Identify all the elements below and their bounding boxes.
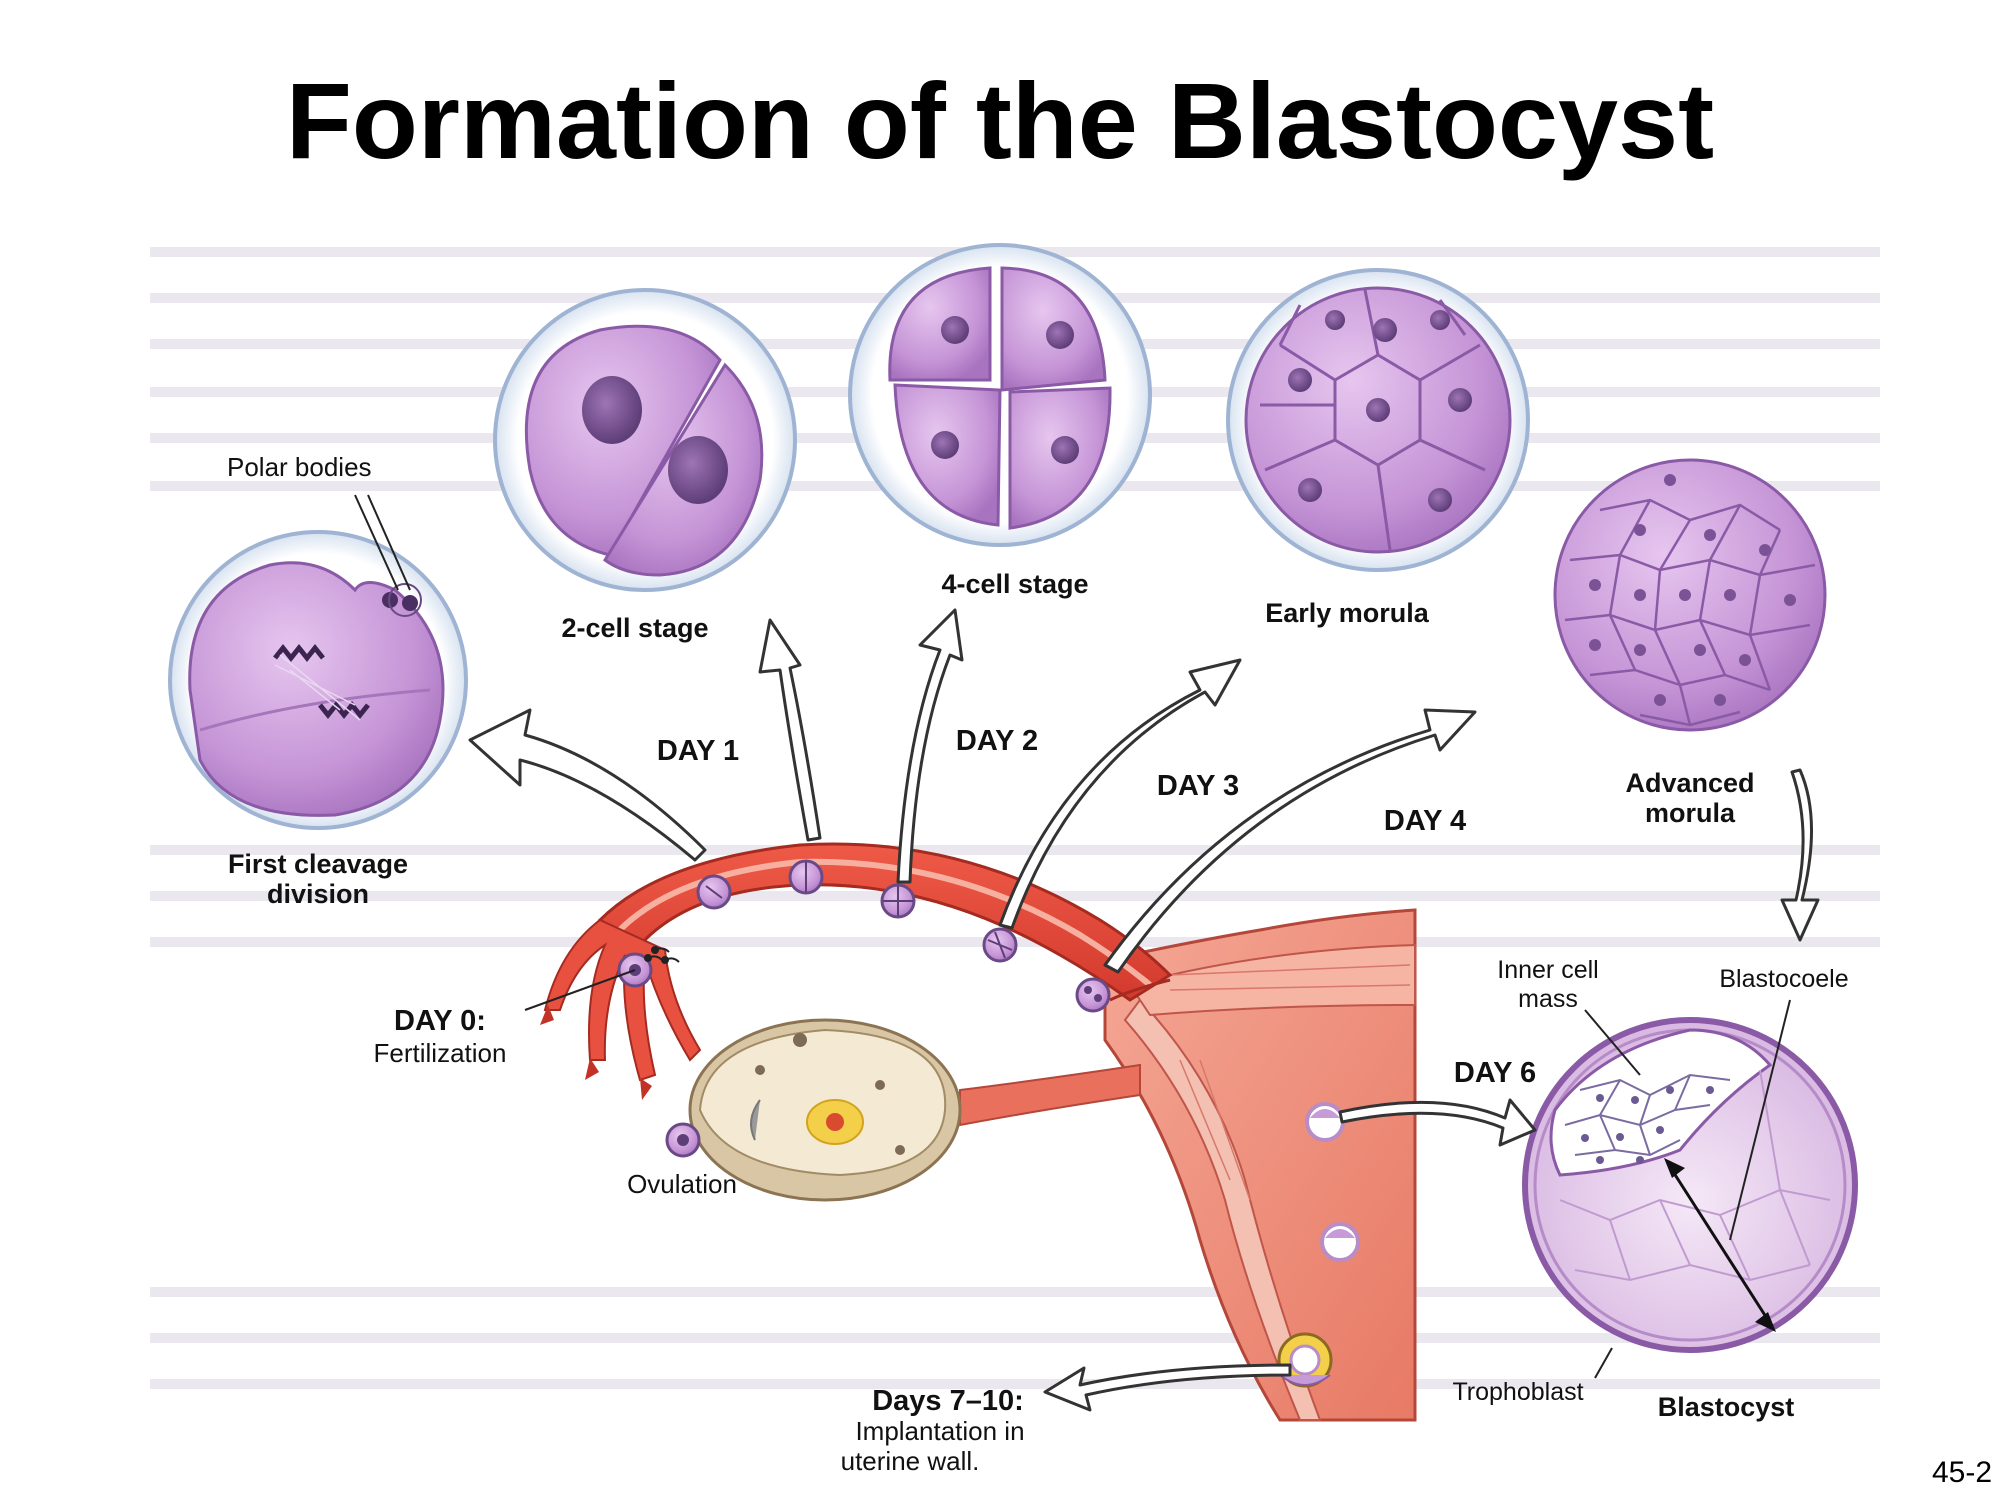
arrow-implantation (1043, 1363, 1292, 1412)
label-first-cleavage-line1: First cleavage (228, 849, 408, 879)
uterus (1103, 908, 1417, 1422)
label-four-cell-stage: 4-cell stage (941, 569, 1088, 599)
label-day0: DAY 0: (394, 1005, 486, 1037)
ovary (688, 1018, 1141, 1202)
label-day3: DAY 3 (1157, 770, 1239, 802)
pointer-lines (354, 494, 1791, 1379)
advanced-morula (1553, 458, 1827, 732)
uterine-blastocysts (1277, 1102, 1360, 1388)
label-day2: DAY 2 (956, 725, 1038, 757)
four-cell-stage (848, 243, 1152, 547)
label-implantation-line1: Implantation in (855, 1416, 1024, 1446)
arrow-to-four-cell (896, 608, 964, 884)
progression-arrows (468, 608, 1820, 1412)
arrow-to-blastocyst (1780, 768, 1820, 942)
arrow-day1-to-first-cleavage (468, 708, 707, 862)
arrow-day6 (1338, 1098, 1537, 1147)
label-two-cell-stage: 2-cell stage (561, 613, 708, 643)
label-inner-cell-mass-line1: Inner cell (1497, 956, 1598, 984)
label-polar-bodies: Polar bodies (227, 452, 372, 482)
label-trophoblast: Trophoblast (1452, 1378, 1583, 1406)
label-day4: DAY 4 (1384, 805, 1466, 837)
early-morula (1226, 268, 1530, 572)
label-implantation-line2: uterine wall. (841, 1446, 980, 1476)
arrow-to-two-cell (758, 618, 822, 842)
tube-embryos (617, 859, 1111, 1158)
label-advanced-morula-line2: morula (1645, 798, 1736, 828)
label-day1: DAY 1 (657, 735, 739, 767)
label-advanced-morula-line1: Advanced (1625, 768, 1754, 798)
label-ovulation: Ovulation (627, 1169, 737, 1199)
two-cell-stage (493, 288, 797, 592)
arrow-to-early-morula (998, 658, 1242, 930)
label-early-morula: Early morula (1265, 598, 1430, 628)
labels: Polar bodies First cleavage division 2-c… (227, 452, 1849, 1476)
page-title: Formation of the Blastocyst (285, 60, 1715, 181)
page-number: 45-2 (1931, 1456, 1992, 1489)
label-blastocyst: Blastocyst (1658, 1392, 1795, 1422)
label-inner-cell-mass-line2: mass (1518, 985, 1578, 1013)
blastocyst (1522, 1017, 1858, 1353)
label-blastocoele: Blastocoele (1719, 965, 1848, 993)
arrow-to-advanced-morula (1103, 708, 1477, 974)
label-days-7-10: Days 7–10: (872, 1385, 1024, 1417)
first-cleavage-cell (168, 530, 468, 830)
label-first-cleavage-line2: division (267, 879, 369, 909)
label-day6: DAY 6 (1454, 1057, 1536, 1089)
label-fertilization: Fertilization (374, 1038, 507, 1068)
